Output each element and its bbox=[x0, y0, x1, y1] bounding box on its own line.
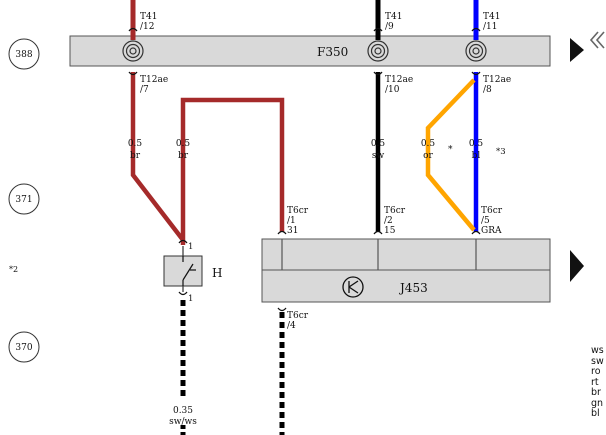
legend-item: gn bbox=[591, 397, 604, 409]
coil-connector-3 bbox=[465, 40, 487, 62]
bus-conn-3-pin: /8 bbox=[483, 85, 492, 95]
svg-text:or: or bbox=[423, 151, 433, 161]
svg-text:bl: bl bbox=[472, 151, 481, 161]
svg-text:br: br bbox=[130, 151, 141, 161]
svg-text:br: br bbox=[178, 151, 189, 161]
legend-item: rt bbox=[591, 376, 599, 388]
triangle-right-icon[interactable] bbox=[570, 250, 584, 282]
mod-conn-1-name: T6cr bbox=[287, 206, 309, 216]
svg-text:0.5: 0.5 bbox=[421, 139, 436, 149]
legend-item: sw bbox=[591, 355, 604, 367]
bus-conn-1-name: T12ae bbox=[140, 75, 168, 85]
wire-label-1: 0.5 br bbox=[128, 139, 143, 161]
pin-arcs bbox=[128, 27, 481, 312]
transistor-icon bbox=[342, 276, 364, 298]
top-conn-1-name: T41 bbox=[140, 12, 157, 22]
mod-conn-2-name: T6cr bbox=[384, 206, 406, 216]
fuse-f350-label: F350 bbox=[317, 45, 348, 59]
top-conn-1-pin: /12 bbox=[140, 22, 154, 32]
mod-conn-2-sub: 15 bbox=[384, 226, 396, 236]
mod-conn-1-sub: 31 bbox=[287, 226, 298, 236]
module-j453-label: J453 bbox=[398, 281, 428, 295]
bus-conn-2-pin: /10 bbox=[385, 85, 400, 95]
top-conn-2-pin: /9 bbox=[385, 22, 394, 32]
legend-item: ws bbox=[591, 345, 604, 356]
mod-conn-2-pin: /2 bbox=[384, 216, 393, 226]
chevron-left-icon[interactable] bbox=[589, 31, 605, 49]
legend-item: br bbox=[591, 387, 601, 398]
bus-conn-3-name: T12ae bbox=[483, 75, 511, 85]
top-conn-2-name: T41 bbox=[385, 12, 402, 22]
mod-conn-3-name: T6cr bbox=[481, 206, 503, 216]
wire-br-2 bbox=[180, 97, 285, 245]
mod-bottom-conn-pin: /4 bbox=[287, 321, 296, 331]
top-conn-3-pin: /11 bbox=[483, 22, 497, 32]
ref-circle-370[interactable]: 370 bbox=[8, 331, 40, 363]
ref-circle-371[interactable]: 371 bbox=[8, 183, 40, 215]
wire-br-1 bbox=[130, 72, 185, 242]
legend-item: ro bbox=[591, 366, 601, 377]
svg-text:371: 371 bbox=[15, 195, 32, 205]
bus-conn-2-name: T12ae bbox=[385, 75, 413, 85]
h-pin-top: 1 bbox=[188, 242, 193, 252]
coil-connector-1 bbox=[122, 40, 144, 62]
svg-text:370: 370 bbox=[15, 343, 32, 353]
wire-color-legend: ws sw ro rt br gn bl bbox=[591, 345, 604, 420]
wire-label-2: 0.5 br bbox=[176, 139, 191, 161]
mod-conn-3-sub: GRA bbox=[481, 226, 502, 236]
wire-label-3: 0.5 sw bbox=[371, 139, 386, 161]
svg-text:sw: sw bbox=[372, 151, 385, 161]
component-h-label: H bbox=[212, 266, 222, 280]
svg-text:0.5: 0.5 bbox=[176, 139, 191, 149]
svg-text:0.5: 0.5 bbox=[371, 139, 386, 149]
wire-mark-star3: *3 bbox=[496, 147, 506, 157]
h-pin-bottom: 1 bbox=[188, 294, 193, 304]
mod-conn-3-pin: /5 bbox=[481, 216, 490, 226]
legend-item: bl bbox=[591, 408, 600, 419]
wire-label-5: 0.5 bl bbox=[469, 139, 484, 161]
switch-icon bbox=[182, 256, 196, 286]
wire-or bbox=[425, 78, 476, 232]
note-star2: *2 bbox=[9, 265, 19, 274]
svg-text:0.35: 0.35 bbox=[173, 406, 193, 416]
mod-bottom-conn-name: T6cr bbox=[287, 311, 309, 321]
wire-mark-star: * bbox=[448, 145, 453, 155]
bottom-wire-label: 0.35 sw/ws bbox=[169, 406, 197, 427]
svg-text:0.5: 0.5 bbox=[469, 139, 484, 149]
wire-label-4: 0.5 or bbox=[421, 139, 436, 161]
triangle-right-icon[interactable] bbox=[570, 38, 584, 62]
svg-text:sw/ws: sw/ws bbox=[169, 417, 197, 427]
coil-connector-2 bbox=[367, 40, 389, 62]
ref-circle-388[interactable]: 388 bbox=[8, 38, 40, 70]
svg-text:0.5: 0.5 bbox=[128, 139, 143, 149]
top-conn-3-name: T41 bbox=[483, 12, 500, 22]
svg-text:388: 388 bbox=[15, 50, 32, 60]
mod-conn-1-pin: /1 bbox=[287, 216, 296, 226]
bus-conn-1-pin: /7 bbox=[140, 85, 149, 95]
